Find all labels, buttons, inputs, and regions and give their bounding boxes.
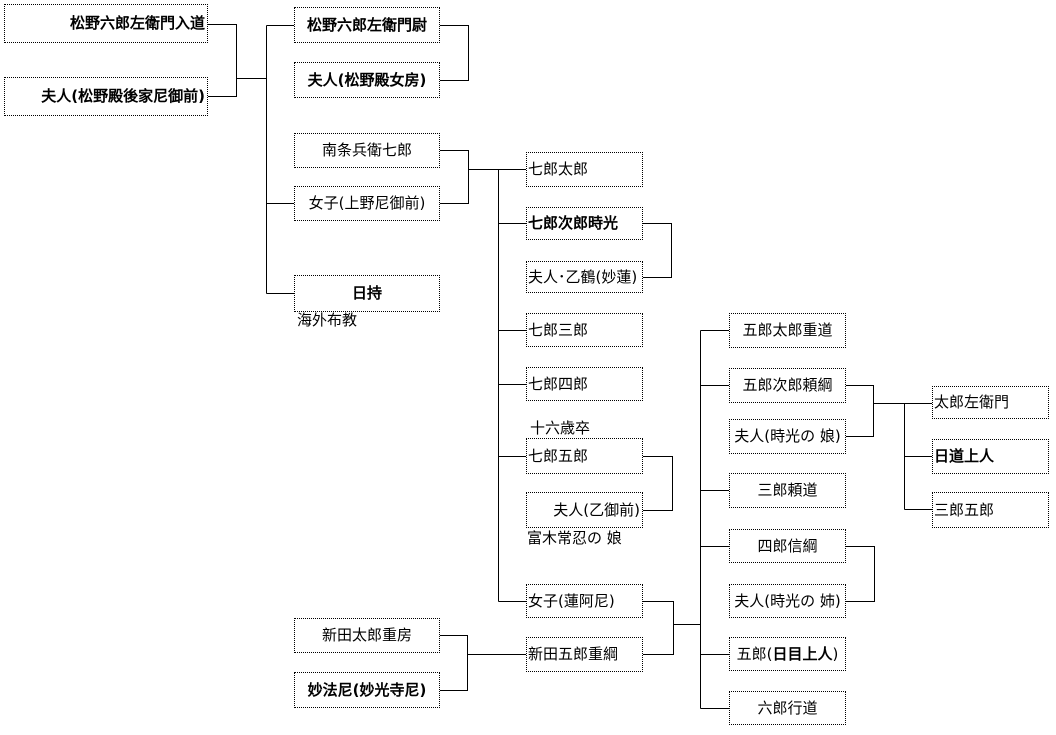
note-jurokusai-sotsu: 十六歳卒 [530,419,591,437]
tree-box-saburo-yorimichi: 三郎頼道 [729,473,846,508]
tree-box-matsuno-rokurozaemon-nyudo: 松野六郎左衛門入道 [4,4,208,43]
tree-box-shichiro-shiro: 七郎四郎 [526,367,643,401]
box-text-suffix: ) [832,644,839,663]
tree-box-shichiro-taro: 七郎太郎 [526,152,643,187]
tree-box-fujin-otozuru-myoren: 夫人･乙鶴(妙蓮) [526,261,643,293]
box-text-bold: 日目上人 [772,644,833,663]
tree-box-goro-taro-shigemichi: 五郎太郎重道 [729,313,846,348]
tree-box-fujin-tokimitsu-no-ane: 夫人(時光の 姉) [729,584,846,618]
tree-box-myoho-ama-myokoji-ama: 妙法尼(妙光寺尼) [294,672,440,708]
tree-box-nitta-taro-shigefusa: 新田太郎重房 [294,618,440,653]
tree-box-shichiro-goro: 七郎五郎 [526,438,643,474]
tree-box-shichiro-jiro-tokimitsu: 七郎次郎時光 [526,207,643,240]
tree-box-taro-zaemon: 太郎左衛門 [932,386,1049,419]
tree-box-nitta-goro-shigetsuna: 新田五郎重綱 [526,637,643,672]
tree-box-nanjo-hyoe-shichiro: 南条兵衛七郎 [294,133,440,168]
box-text-prefix: 五郎( [736,644,773,663]
tree-box-shichiro-saburo: 七郎三郎 [526,313,643,347]
tree-box-goro-jiro-yoritsuna: 五郎次郎頼綱 [729,368,846,403]
note-kaigai-fukyo: 海外布教 [297,311,358,329]
tree-box-goro-nichimoku-shonin: 五郎(日目上人) [729,637,846,671]
tree-box-joshi-ueno-ama-gozen: 女子(上野尼御前) [294,186,440,221]
tree-box-shiro-nobutsuna: 四郎信綱 [729,529,846,563]
note-toki-jonin-no-musume: 富木常忍の 娘 [527,529,622,547]
tree-box-fujin-matsuno-dono-goke-ama-gozen: 夫人(松野殿後家尼御前) [4,77,208,116]
tree-box-fujin-tokimitsu-no-musume: 夫人(時光の 娘) [729,419,846,454]
tree-box-rokuro-yukimichi: 六郎行道 [729,691,846,725]
tree-box-nichido-shonin: 日道上人 [932,439,1049,474]
tree-box-saburo-goro: 三郎五郎 [932,492,1049,528]
tree-box-joshi-ren-a-ni: 女子(蓮阿尼) [526,584,643,618]
tree-box-matsuno-rokurozaemon-no-jo: 松野六郎左衛門尉 [294,7,440,43]
tree-box-nichiji: 日持 [294,275,440,312]
tree-box-fujin-oto-gozen: 夫人(乙御前) [526,492,643,528]
tree-box-fujin-matsuno-dono-nyobo: 夫人(松野殿女房) [294,62,440,98]
